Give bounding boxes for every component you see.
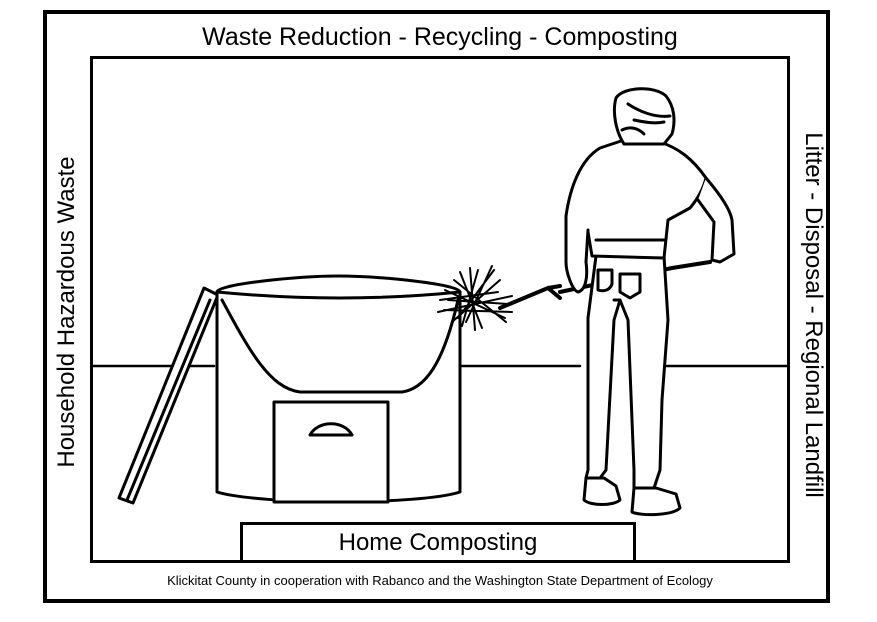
outer-frame xyxy=(43,10,830,603)
left-title: Household Hazardous Waste xyxy=(53,156,80,468)
door-handle xyxy=(308,422,354,437)
right-title: Litter - Disposal - Regional Landfill xyxy=(800,132,827,498)
bin-door xyxy=(272,400,390,504)
composting-illustration xyxy=(93,87,787,517)
man-figure xyxy=(564,87,736,517)
compost-bin xyxy=(215,274,462,504)
home-composting-label: Home Composting xyxy=(240,522,636,563)
bin-lid xyxy=(117,286,220,505)
top-title: Waste Reduction - Recycling - Composting xyxy=(202,23,678,51)
footer-credit: Klickitat County in cooperation with Rab… xyxy=(167,573,713,588)
compost-tuft xyxy=(437,265,513,331)
